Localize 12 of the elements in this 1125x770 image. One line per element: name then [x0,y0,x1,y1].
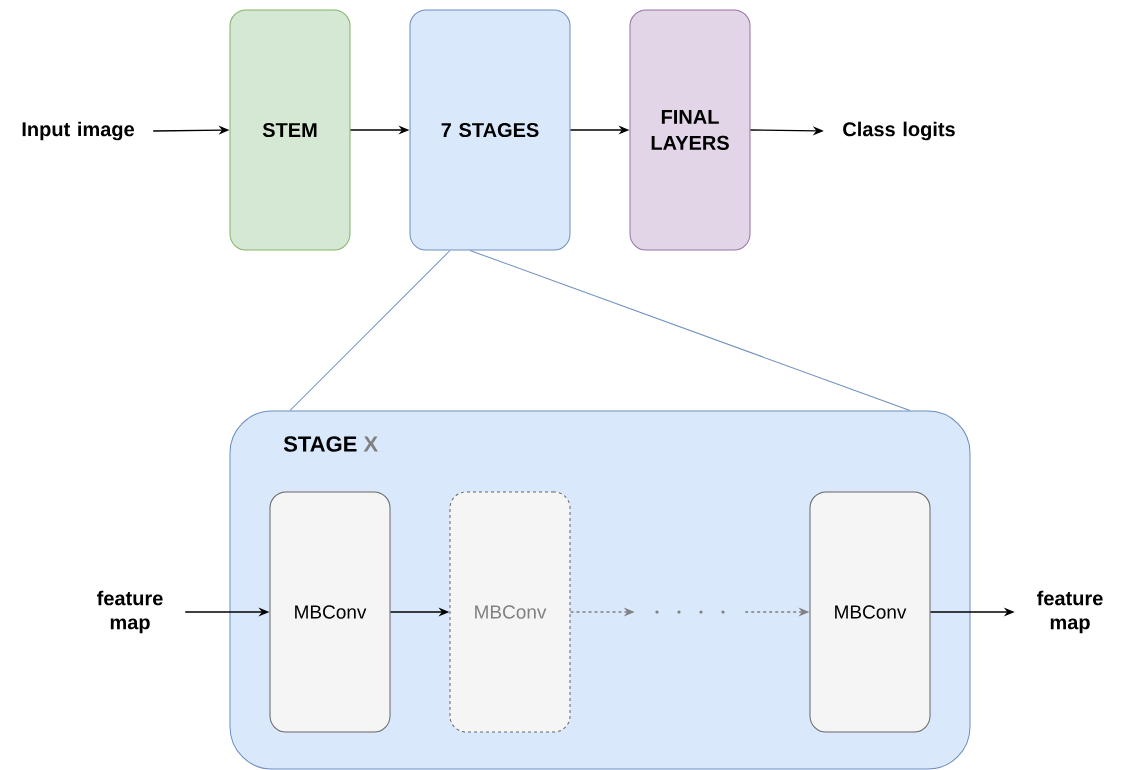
zoom-line [469,250,911,411]
output-label: Class logits [843,121,955,141]
input-label: Input image [22,121,134,141]
block-box: MBConv [269,491,391,733]
block-box: MBConv [809,491,931,733]
zoom-line [289,250,451,411]
output-label: feature map [1037,590,1103,634]
input-label: feature map [97,590,163,634]
final-layers-box: FINAL LAYERS [629,9,751,251]
stages-box: 7 STAGES [409,9,571,251]
block-box: MBConv [449,491,571,733]
stem-box: STEM [229,9,351,251]
